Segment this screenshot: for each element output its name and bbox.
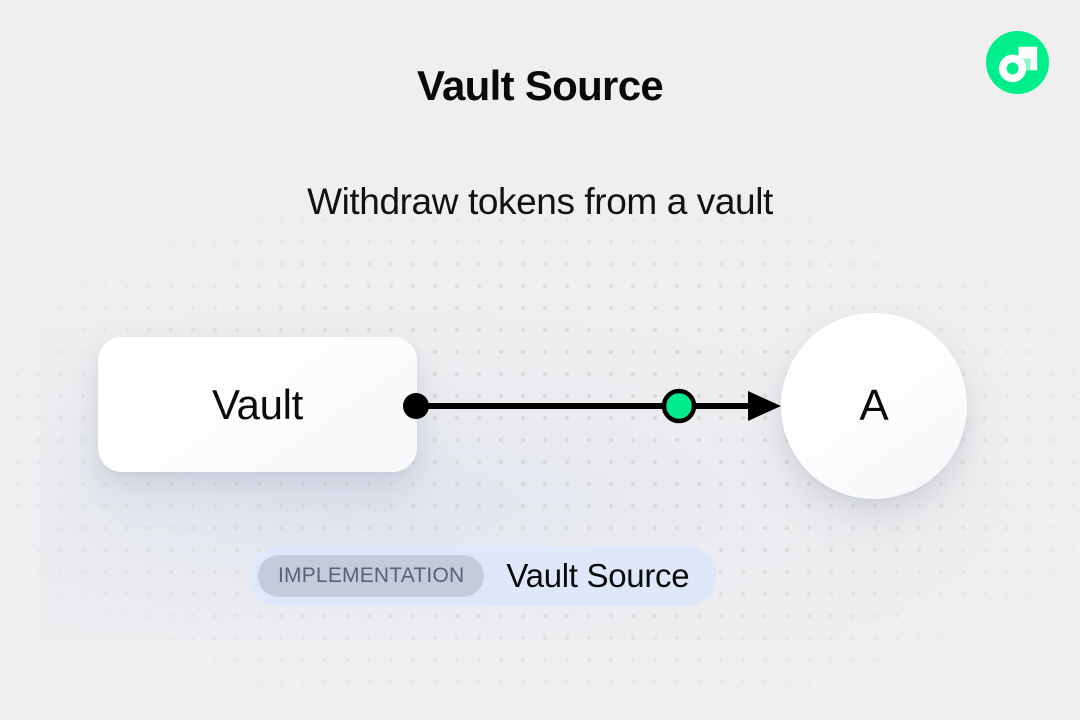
node-vault[interactable]: Vault xyxy=(98,337,417,472)
implementation-tag: IMPLEMENTATION xyxy=(258,555,485,597)
edge-arrowhead-icon xyxy=(748,391,781,421)
implementation-badge[interactable]: IMPLEMENTATION Vault Source xyxy=(249,546,718,606)
flow-logo-icon[interactable] xyxy=(986,31,1049,94)
edge-token-marker[interactable] xyxy=(661,388,697,424)
implementation-name: Vault Source xyxy=(506,557,690,594)
implementation-tag-label: IMPLEMENTATION xyxy=(278,564,465,587)
page-title: Vault Source xyxy=(416,62,664,109)
page-subtitle: Withdraw tokens from a vault xyxy=(307,181,773,222)
flow-logo-mark xyxy=(998,46,1038,83)
node-a-label: A xyxy=(859,381,889,430)
node-vault-label: Vault xyxy=(211,380,304,428)
node-a[interactable]: A xyxy=(781,313,967,499)
